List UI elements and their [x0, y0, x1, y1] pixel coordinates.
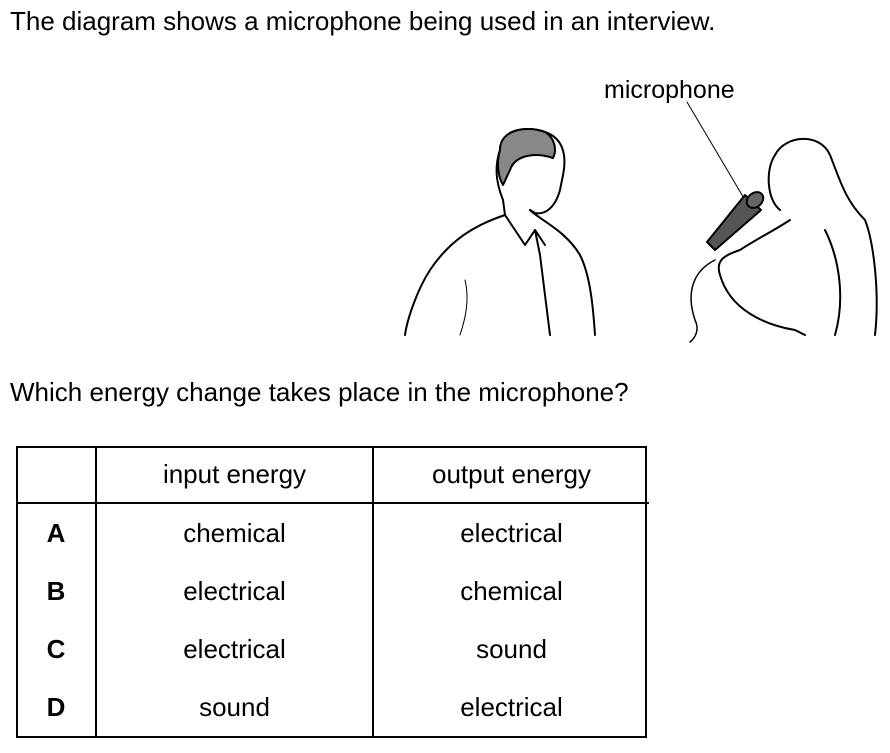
answer-table: input energy output energy A chemical el…	[17, 447, 649, 736]
input-energy-cell: sound	[96, 678, 374, 736]
header-blank	[17, 447, 97, 504]
question-text: Which energy change takes place in the m…	[10, 377, 629, 407]
intro-text: The diagram shows a microphone being use…	[10, 6, 716, 36]
table-row: C electrical sound	[17, 620, 649, 678]
interview-illustration	[404, 101, 878, 343]
label-pointer-line	[686, 101, 746, 201]
output-energy-cell: sound	[476, 633, 547, 664]
option-letter: A	[17, 503, 97, 562]
header-input-energy: input energy	[96, 447, 374, 504]
table-row: D sound electrical	[17, 678, 649, 736]
option-letter: B	[17, 562, 97, 620]
option-letter: C	[17, 620, 97, 678]
input-energy-cell: electrical	[96, 620, 374, 678]
output-energy-cell: electrical	[460, 691, 563, 722]
header-output-energy: output energy	[373, 447, 649, 504]
output-energy-cell: electrical	[460, 517, 563, 548]
table-header-row: input energy output energy	[17, 447, 649, 504]
option-letter: D	[17, 678, 97, 736]
output-energy-cell: chemical	[460, 575, 563, 606]
input-energy-cell: electrical	[96, 562, 374, 620]
table-row: A chemical electrical	[17, 503, 649, 562]
microphone-icon	[706, 191, 765, 251]
table-row: B electrical chemical	[17, 562, 649, 620]
interviewee-figure	[689, 137, 878, 343]
microphone-label: microphone	[604, 76, 735, 104]
input-energy-cell: chemical	[96, 503, 374, 562]
